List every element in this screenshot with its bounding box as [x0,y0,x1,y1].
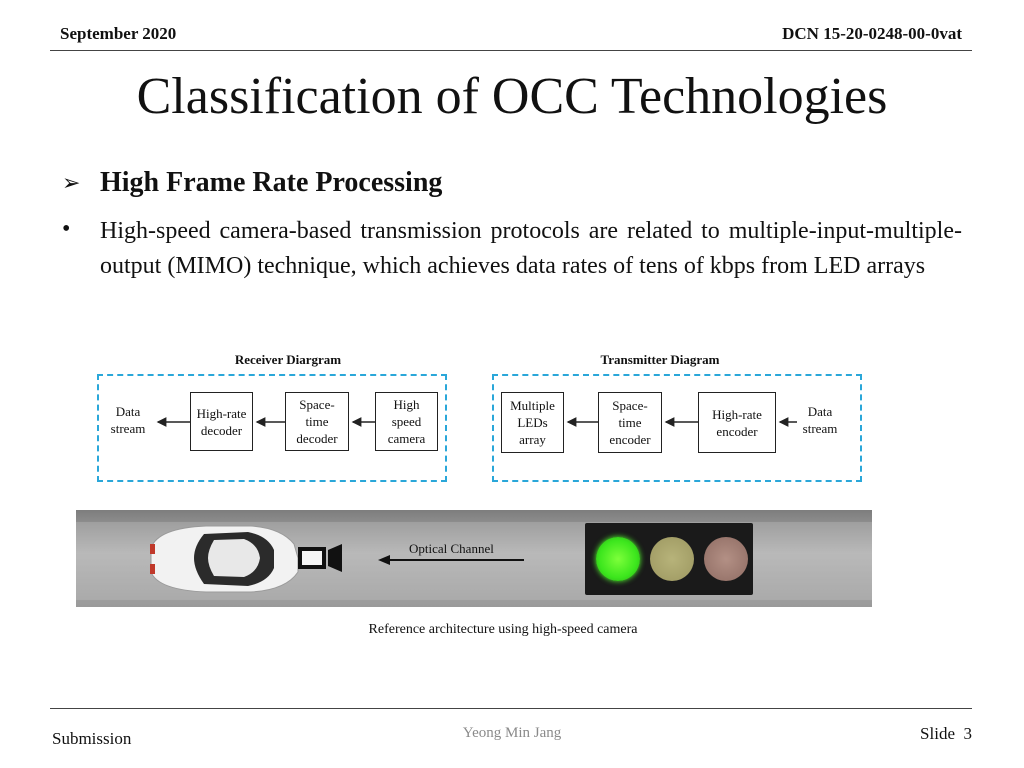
green-led-lamp [596,537,640,581]
high-speed-camera-block: High speed camera [375,392,438,451]
traffic-light-led-array [585,523,753,595]
header-date: September 2020 [60,24,177,43]
bullet-marker: • [62,216,71,242]
optical-channel-label: Optical Channel [409,541,494,556]
footer-slide-number: Slide 3 [920,724,972,744]
slide-label: Slide [920,724,955,743]
space-time-decoder-block: Space- time decoder [285,392,349,451]
red-led-lamp [704,537,748,581]
yellow-led-lamp [650,537,694,581]
figure-caption: Reference architecture using high-speed … [368,622,638,637]
section-heading: ➢ High Frame Rate Processing [62,167,442,199]
multiple-leds-array-block: Multiple LEDs array [501,392,564,453]
space-time-encoder-block: Space- time encoder [598,392,662,453]
transmitter-diagram-box [492,374,862,482]
car-icon [150,525,299,593]
transmitter-data-stream-label: Data stream [802,404,838,436]
slide-number: 3 [963,724,973,743]
high-rate-decoder-block: High-rate decoder [190,392,253,451]
arrow-bullet-icon: ➢ [62,170,81,195]
bullet-text: High-speed camera-based transmission pro… [100,218,962,279]
optical-channel-arrowhead [378,555,390,565]
section-heading-text: High Frame Rate Processing [100,167,443,198]
header-divider [50,50,972,51]
receiver-diagram-title: Receiver Diargram [234,352,342,367]
receiver-data-stream-label: Data stream [110,404,146,436]
video-camera-icon [298,544,342,572]
footer-submission: Submission [52,729,132,748]
transmitter-diagram-title: Transmitter Diagram [600,352,720,367]
slide-title: Classification of OCC Technologies [136,68,888,125]
high-rate-encoder-block: High-rate encoder [698,392,776,453]
header-document-number: DCN 15-20-0248-00-0vat [782,24,962,43]
receiver-diagram-box [97,374,447,482]
footer-author: Yeong Min Jang [462,725,562,741]
footer-divider [50,708,972,709]
